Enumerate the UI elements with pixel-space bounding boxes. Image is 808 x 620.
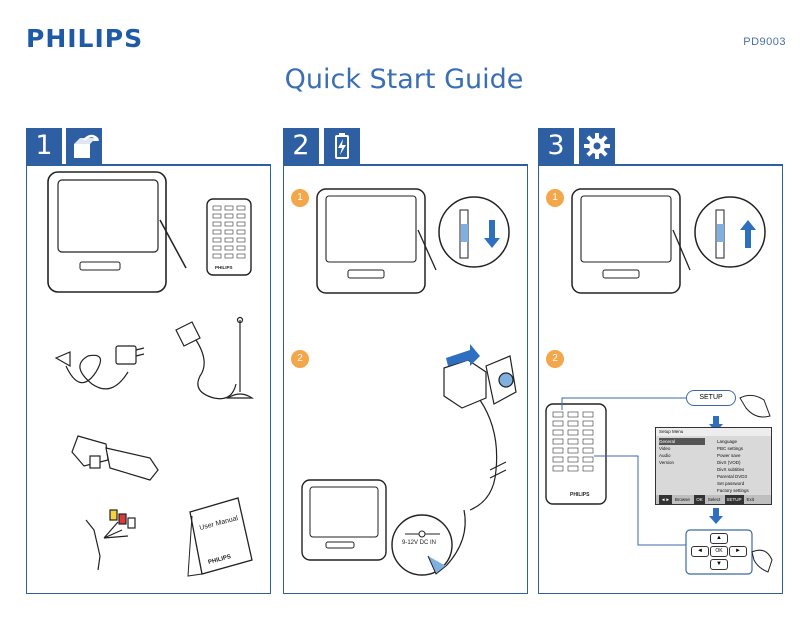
setup-key-callout: SETUP xyxy=(686,390,736,406)
left-key: ◄ xyxy=(691,546,709,557)
right-key: ► xyxy=(729,546,747,557)
brand-logo: PHILIPS xyxy=(26,24,144,53)
step-1-number: 1 xyxy=(26,128,62,164)
menu-option: Factory settings xyxy=(717,488,749,493)
setup-key-hint: SETUP xyxy=(724,495,744,504)
callout-lines xyxy=(561,397,686,546)
av-cable-illustration xyxy=(85,509,136,571)
dvd-player-closeup-3 xyxy=(571,188,691,294)
menu-category: Audio xyxy=(659,453,671,458)
antenna-illustration xyxy=(175,316,254,400)
remote-illustration xyxy=(206,198,252,276)
remote-brand-label: PHILIPS xyxy=(570,492,590,498)
step-2-number: 2 xyxy=(283,128,319,164)
menu-option: Language xyxy=(717,439,738,444)
gear-icon xyxy=(579,128,615,164)
menu-category: General xyxy=(659,438,705,445)
down-key: ▼ xyxy=(710,559,728,570)
up-key: ▲ xyxy=(710,533,728,544)
menu-option: Power save xyxy=(717,453,741,458)
remote-brand-label: PHILIPS xyxy=(215,265,233,270)
box-unpack-icon xyxy=(66,128,102,164)
setup-menu-categories: General Video Audio Version xyxy=(659,438,705,466)
setup-menu-screen: Setup Menu General Video Audio Version L… xyxy=(655,427,772,505)
dvd-player-bottom-2 xyxy=(301,479,387,561)
adapter-illustration xyxy=(54,345,145,390)
menu-option: DivX subtitles xyxy=(717,467,745,472)
step-1-panel xyxy=(26,164,271,594)
setup-menu-options: Language PBC settings Power save DivX (V… xyxy=(717,438,769,494)
wall-socket-illustration xyxy=(443,344,517,511)
setup-menu-title: Setup Menu xyxy=(656,428,771,436)
nav-key-hint: ◄► xyxy=(659,495,672,504)
switch-zoom-down xyxy=(438,196,510,268)
nav-pad: ▲ ◄ OK ► ▼ xyxy=(691,533,747,571)
user-manual-illustration xyxy=(187,497,253,577)
step-2-panel xyxy=(283,164,528,594)
model-number: PD9003 xyxy=(743,36,786,48)
substep-badge: 2 xyxy=(546,350,564,368)
substep-badge: 2 xyxy=(291,350,309,368)
page-title: Quick Start Guide xyxy=(284,64,524,95)
nav-label: Browse xyxy=(674,497,690,502)
menu-option: Parental DVD3 xyxy=(717,474,748,479)
substep-badge: 1 xyxy=(291,189,309,207)
menu-category: Video xyxy=(659,446,671,451)
hand-setup-illustration xyxy=(739,394,771,418)
dvd-player-illustration xyxy=(47,171,187,293)
menu-option: DivX (VOD) xyxy=(717,460,741,465)
ok-key: OK xyxy=(710,546,728,557)
remote-large-illustration xyxy=(545,403,607,505)
dc-in-label: 9-12V DC IN xyxy=(402,540,437,546)
step-3-number: 3 xyxy=(538,128,574,164)
battery-charge-icon xyxy=(324,128,360,164)
menu-category: Version xyxy=(659,460,675,465)
dc-in-zoom xyxy=(391,509,466,576)
ok-label: Select xyxy=(707,497,721,502)
ok-key-hint: OK xyxy=(694,495,705,504)
car-mount-illustration xyxy=(71,435,159,481)
down-arrow-2 xyxy=(709,508,723,524)
substep-badge: 1 xyxy=(546,189,564,207)
menu-option: PBC settings xyxy=(717,446,744,451)
menu-option: Set password xyxy=(717,481,745,486)
setup-label: Exit xyxy=(746,497,755,502)
step-3-panel xyxy=(538,164,783,594)
switch-zoom-up xyxy=(694,196,766,268)
nav-pad-box xyxy=(685,529,773,575)
dvd-player-closeup-2 xyxy=(316,188,437,294)
